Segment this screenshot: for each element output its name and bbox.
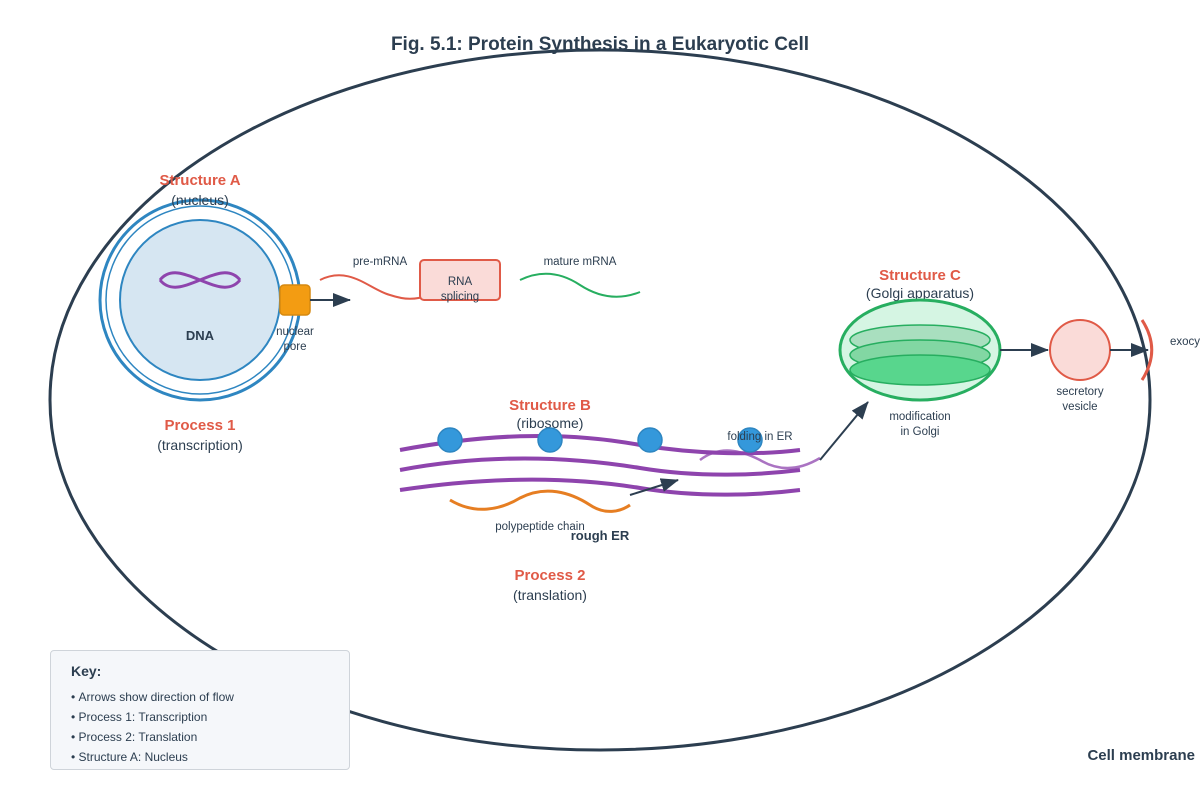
nucleoplasm <box>119 219 281 381</box>
nuclear-pore <box>279 284 311 316</box>
structure-b-label: Structure B <box>509 397 591 414</box>
rough-er <box>399 433 801 497</box>
polypeptide-chain <box>449 489 631 513</box>
structure-b-sub: (ribosome) <box>517 415 584 431</box>
nucleus: DNA <box>98 198 302 402</box>
process-2-sub: (translation) <box>513 587 587 603</box>
ribosome-4 <box>737 427 763 453</box>
rna-splicing-box <box>419 259 501 301</box>
nuclear-pore-label-1: nuclear <box>276 326 314 338</box>
cell-membrane <box>48 48 1152 752</box>
structure-a-label: Structure A <box>159 172 240 189</box>
er-membrane-2 <box>399 456 801 477</box>
ribosome-2 <box>537 427 563 453</box>
modification-label-2: in Golgi <box>901 426 940 438</box>
secretory-vesicle <box>1049 319 1111 381</box>
key-item-3: Process 2: Translation <box>71 727 329 747</box>
key-title: Key: <box>71 663 102 679</box>
er-to-golgi-arrow <box>819 401 869 461</box>
structure-a-sub: (nucleus) <box>171 192 229 208</box>
mature-mrna-strand <box>519 272 641 298</box>
exocytosis-label: exocy <box>1170 336 1200 348</box>
mature-mrna-label: mature mRNA <box>544 256 617 268</box>
process-1-label: Process 1 <box>165 417 236 434</box>
figure-title: Fig. 5.1: Protein Synthesis in a Eukaryo… <box>391 34 809 55</box>
key-item-4: Structure A: Nucleus <box>71 747 329 767</box>
structure-c-sub: (Golgi apparatus) <box>866 285 974 301</box>
ribosome-1 <box>437 427 463 453</box>
secretory-vesicle-label-1: secretory <box>1056 386 1104 398</box>
folding-label: folding in ER <box>727 431 792 443</box>
pre-mrna-strand <box>319 274 431 300</box>
cell-membrane-label: Cell membrane <box>1087 747 1195 764</box>
process-2-label: Process 2 <box>515 567 586 584</box>
dna-strand-2 <box>158 271 242 289</box>
rna-splicing-label-2: splicing <box>441 291 479 303</box>
polypeptide-label: polypeptide chain <box>495 521 585 533</box>
golgi-apparatus <box>838 298 1002 402</box>
nuclear-pore-label-2: pore <box>283 341 306 353</box>
rna-splicing-label-1: RNA <box>448 276 473 288</box>
dna-label: DNA <box>186 328 215 343</box>
secretory-vesicle-label-2: vesicle <box>1062 401 1097 413</box>
exocytosis-fusion <box>1140 319 1154 381</box>
pre-mrna-label: pre-mRNA <box>353 256 408 268</box>
polypeptide-arrow <box>629 478 679 496</box>
modification-label-1: modification <box>889 411 950 423</box>
golgi-cisterna-3 <box>849 354 991 386</box>
key-item-1: Arrows show direction of flow <box>71 687 329 707</box>
key-item-2: Process 1: Transcription <box>71 707 329 727</box>
structure-c-label: Structure C <box>879 267 961 284</box>
process-1-sub: (transcription) <box>157 437 243 453</box>
er-membrane-3 <box>399 477 801 497</box>
ribosome-3 <box>637 427 663 453</box>
rough-er-label: rough ER <box>571 528 630 543</box>
key-box: Key: Arrows show direction of flow Proce… <box>50 650 350 770</box>
folding-protein <box>699 449 821 470</box>
er-membrane-1 <box>399 433 801 456</box>
